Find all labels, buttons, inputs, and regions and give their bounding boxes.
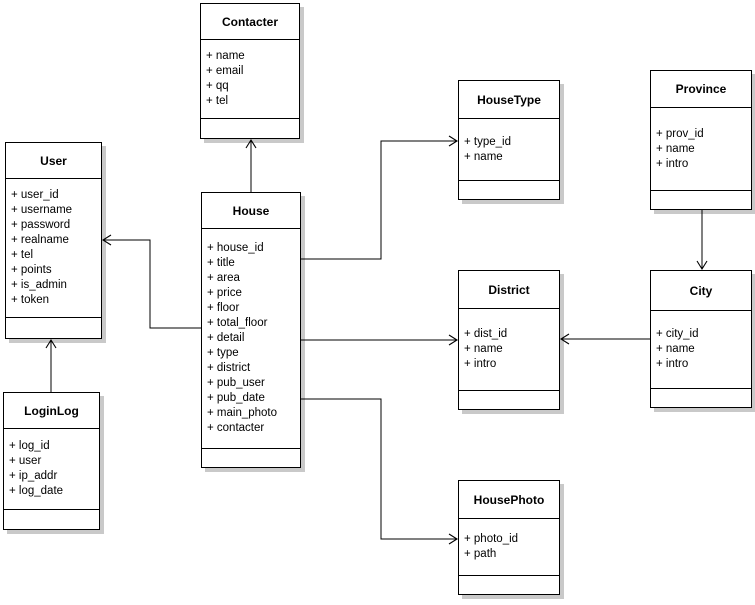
class-contacter[interactable]: Contacter + name + email + qq + tel	[200, 3, 300, 139]
attribute: + password	[11, 219, 71, 231]
class-loginlog[interactable]: LoginLog + log_id + user + ip_addr + log_da…	[3, 392, 100, 530]
attribute: + price	[207, 287, 242, 299]
attribute: + title	[207, 257, 235, 269]
class-methods-empty	[651, 389, 751, 407]
attribute: + tel	[206, 95, 229, 107]
attribute: + city_id	[656, 328, 699, 340]
connector-house-housephoto	[301, 398, 459, 545]
class-attributes: + dist_id + name + intro	[459, 309, 559, 391]
attribute: + path	[464, 548, 497, 560]
attribute: + contacter	[207, 422, 265, 434]
class-methods-empty	[459, 391, 559, 409]
attribute: + detail	[207, 332, 245, 344]
class-user[interactable]: User + user_id + username + password + real…	[5, 142, 102, 339]
attribute: + house_id	[207, 242, 264, 254]
class-city[interactable]: City + city_id + name + intro	[650, 270, 752, 408]
class-methods-empty	[201, 119, 299, 138]
attribute: + tel	[11, 249, 34, 261]
attribute: + qq	[206, 80, 229, 92]
class-title: City	[651, 271, 751, 311]
attribute: + user_id	[11, 189, 59, 201]
attribute: + intro	[464, 358, 497, 370]
class-attributes: + photo_id + path	[459, 519, 559, 576]
attribute: + token	[11, 294, 50, 306]
class-province[interactable]: Province + prov_id + name + intro	[650, 70, 752, 210]
class-attributes: + user_id + username + password + realname +…	[6, 179, 101, 318]
attribute: + log_date	[9, 485, 64, 497]
attribute: + pub_user	[207, 377, 265, 389]
class-title: District	[459, 271, 559, 309]
class-attributes: + house_id + title + area + price + floor + t…	[202, 229, 300, 449]
class-title: User	[6, 143, 101, 179]
attribute: + type_id	[464, 135, 511, 148]
class-attributes: + name + email + qq + tel	[201, 40, 299, 119]
attribute: + photo_id	[464, 533, 519, 545]
attribute: + type	[207, 347, 239, 359]
attribute: + intro	[656, 358, 689, 370]
class-attributes: + city_id + name + intro	[651, 311, 751, 389]
attribute: + district	[207, 362, 251, 374]
attribute: + realname	[11, 234, 69, 246]
attribute: + floor	[207, 302, 240, 314]
attribute: + dist_id	[464, 328, 508, 340]
class-title: Contacter	[201, 4, 299, 40]
attribute: + area	[207, 272, 240, 284]
attribute: + log_id	[9, 440, 50, 452]
attribute: + username	[11, 204, 73, 216]
attribute: + name	[464, 343, 503, 355]
class-methods-empty	[202, 449, 300, 467]
class-district[interactable]: District + dist_id + name + intro	[458, 270, 560, 410]
attribute: + email	[206, 65, 244, 77]
class-attributes: + log_id + user + ip_addr + log_date	[4, 429, 99, 510]
class-methods-empty	[459, 576, 559, 594]
attribute: + pub_date	[207, 392, 265, 404]
attribute: + name	[206, 50, 245, 62]
attribute: + name	[656, 343, 695, 355]
class-methods-empty	[4, 510, 99, 529]
class-title: HousePhoto	[459, 481, 559, 519]
class-housetype[interactable]: HouseType + type_id + name	[458, 80, 560, 200]
attribute: + total_floor	[207, 317, 268, 329]
class-title: Province	[651, 71, 751, 108]
attribute: + is_admin	[11, 279, 67, 291]
connector-house-housetype	[301, 135, 459, 260]
attribute: + user	[9, 455, 42, 467]
class-attributes: + type_id + name	[459, 119, 559, 181]
attribute: + name	[656, 142, 695, 155]
attribute: + main_photo	[207, 407, 278, 419]
class-attributes: + prov_id + name + intro	[651, 108, 751, 191]
class-title: HouseType	[459, 81, 559, 119]
attribute: + intro	[656, 157, 689, 170]
class-methods-empty	[6, 318, 101, 338]
connector-house-user	[101, 234, 201, 329]
class-title: House	[202, 193, 300, 229]
attribute: + name	[464, 150, 503, 163]
class-methods-empty	[459, 181, 559, 199]
attribute: + points	[11, 264, 52, 276]
class-methods-empty	[651, 191, 751, 209]
attribute: + ip_addr	[9, 470, 58, 482]
class-house[interactable]: House + house_id + title + area + price + fl…	[201, 192, 301, 468]
class-housephoto[interactable]: HousePhoto + photo_id + path	[458, 480, 560, 595]
class-title: LoginLog	[4, 393, 99, 429]
attribute: + prov_id	[656, 127, 704, 140]
